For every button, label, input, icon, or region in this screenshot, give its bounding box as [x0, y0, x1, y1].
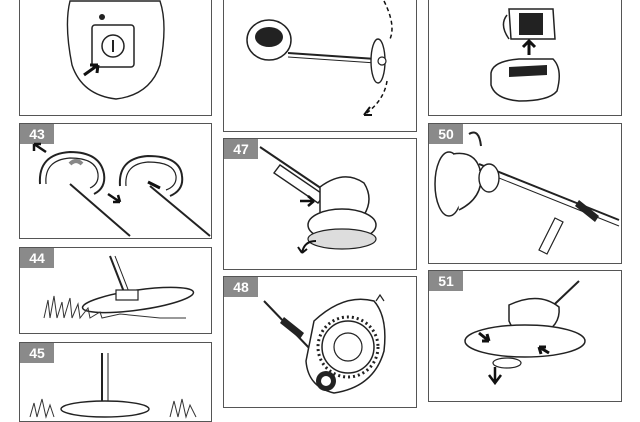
line-spool-clean-illustration [434, 131, 620, 255]
figure-number-badge: 48 [224, 277, 258, 297]
figure-panel-44: 44 [19, 247, 212, 334]
figure-panel-51: 51 [428, 270, 622, 402]
battery-pack-button-illustration [66, 0, 165, 100]
battery-insert-illustration [490, 8, 560, 102]
figure-panel-48: 48 [223, 276, 417, 408]
figure-number-badge: 44 [20, 248, 54, 268]
figure-panel-top-right [428, 0, 622, 116]
figure-panel-top-mid [223, 0, 417, 132]
guard-spool-illustration [263, 293, 386, 394]
trimming-grass-illustration [43, 255, 195, 320]
figure-panel-43: 43 [19, 123, 212, 239]
handle-adjust-illustration [32, 142, 211, 237]
figure-panel-47: 47 [223, 138, 417, 270]
figure-number-badge: 47 [224, 139, 258, 159]
trimmer-head-release-illustration [259, 146, 377, 254]
trimmer-rotate-illustration [246, 0, 393, 116]
spool-cover-removal-illustration [464, 280, 586, 386]
figure-number-badge: 45 [20, 343, 54, 363]
figure-number-badge: 43 [20, 124, 54, 144]
figure-panel-45: 45 [19, 342, 212, 422]
figure-panel-50: 50 [428, 123, 622, 264]
edge-trim-illustration [29, 353, 197, 419]
figure-number-badge: 51 [429, 271, 463, 291]
figure-number-badge: 50 [429, 124, 463, 144]
figure-panel-top-left [19, 0, 212, 116]
